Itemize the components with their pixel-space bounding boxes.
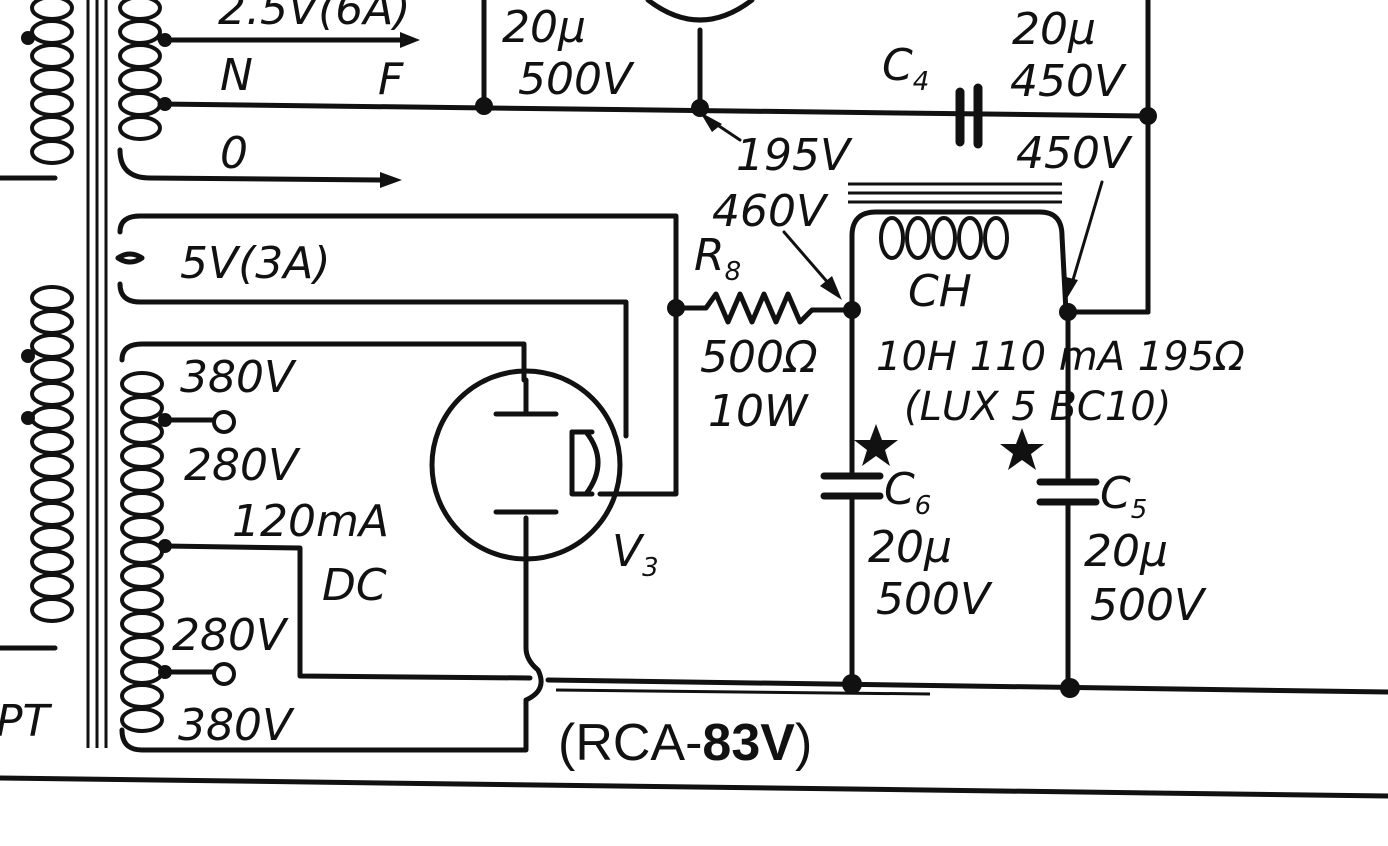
coil-turn [120,587,164,613]
label-top-left-voltage: 2.5V(6A) [218,0,411,35]
coil-turn [30,139,74,165]
label-hv-current: 120mA [232,496,389,547]
label-r8-name: R8 [694,230,741,287]
label-v3-name: V3 [612,526,659,583]
label-c5-v: 500V [1090,580,1207,631]
label-v-450: 450V [1016,128,1133,179]
coil-turn [30,91,74,117]
label-c6-v: 500V [876,574,993,625]
label-v-195: 195V [736,130,853,181]
coil-turn [120,395,164,421]
power-transformer-core [86,0,108,748]
coil-turn [118,67,162,93]
label-cap-top-left-v: 500V [518,54,635,105]
coil-turn [120,707,164,733]
capacitor-c5 [1000,309,1100,691]
coil-turn [120,443,164,469]
coil-turn [30,115,74,141]
label-hv-380-bot: 380V [178,700,295,751]
coil-turn [30,333,74,359]
coil-turn [120,635,164,661]
label-hv-280-bot: 280V [172,610,289,661]
label-rect-heater: 5V(3A) [180,238,331,289]
coil-turn [30,453,74,479]
label-c5-name: C5 [1100,468,1147,525]
label-hv-280-top: 280V [184,440,301,491]
coil-turn [30,549,74,575]
coil-turn [30,573,74,599]
coil-turn [30,381,74,407]
label-hv-380-top: 380V [180,352,297,403]
label-pt: PT [0,696,53,747]
label-ch-model: (LUX 5 BC10) [904,384,1171,430]
coil-turn [30,357,74,383]
label-c6-name: C6 [884,464,931,521]
primary-winding-coil [30,0,74,623]
label-c5-val: 20μ [1084,526,1168,577]
coil-turn [983,216,1009,260]
label-c4-v: 450V [1010,56,1127,107]
coil-turn [120,419,164,445]
coil-turn [30,0,74,21]
label-ch-name: CH [908,266,972,317]
label-tap-0: 0 [220,128,248,179]
filament-winding-coil [118,0,162,141]
coil-turn [120,515,164,541]
choke-ch [848,182,1069,315]
coil-turn [120,659,164,685]
coil-turn [879,216,905,260]
label-hv-dc: DC [322,560,387,611]
label-c6-val: 20μ [868,522,952,573]
coil-turn [30,501,74,527]
coil-turn [120,539,164,565]
coil-turn [30,19,74,45]
label-c4-name: C4 [882,40,929,97]
label-ch-spec: 10H 110 mA 195Ω [876,334,1245,380]
label-r8-ohm: 500Ω [700,332,818,383]
coil-turn [30,525,74,551]
coil-turn [30,597,74,623]
label-cap-top-left-val: 20μ [502,2,586,53]
coil-turn [120,611,164,637]
hv-secondary-winding-coil [120,371,164,733]
coil-turn [931,216,957,260]
resistor-r8 [667,291,855,325]
coil-turn [120,563,164,589]
coil-turn [30,477,74,503]
coil-turn [905,216,931,260]
coil-turn [118,19,162,45]
capacitor-c6 [820,307,898,689]
label-r8-w: 10W [708,386,809,437]
capacitor-c4 [955,83,983,149]
coil-turn [30,285,74,311]
coil-turn [30,429,74,455]
label-tube-model: (RCA-83V) [558,714,812,772]
rectifier-heater-winding [115,213,679,497]
coil-turn [120,491,164,517]
label-tap-n: N [220,50,253,101]
coil-turn [120,683,164,709]
coil-turn [957,216,983,260]
coil-turn [30,67,74,93]
coil-turn [118,115,162,141]
coil-turn [120,371,164,397]
coil-turn [118,43,162,69]
label-c4-val: 20μ [1012,4,1096,55]
label-tap-f: F [378,54,404,105]
coil-turn [30,309,74,335]
rectifier-tube-v3 [429,368,623,562]
coil-turn [30,43,74,69]
coil-turn [30,405,74,431]
coil-turn [118,0,162,21]
label-v-460: 460V [712,186,829,237]
coil-turn [120,467,164,493]
coil-turn [118,91,162,117]
